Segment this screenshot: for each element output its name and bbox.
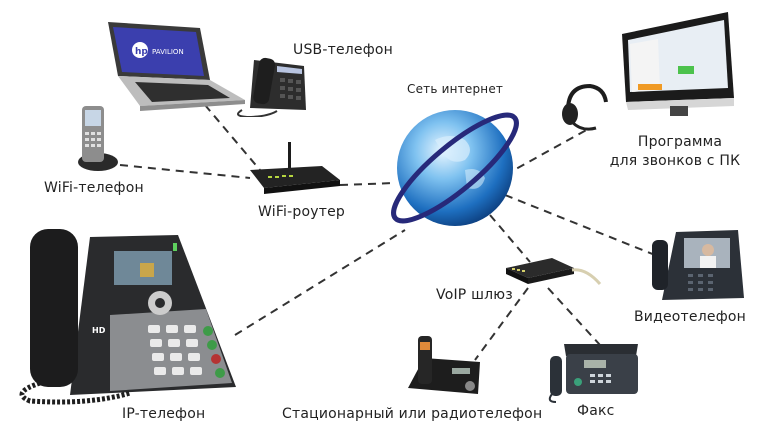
cordless-phone-icon — [78, 106, 118, 171]
link-ipphone-internet — [234, 229, 406, 336]
voip-gateway-label: VoIP шлюз — [436, 287, 513, 303]
router-icon — [250, 142, 340, 194]
globe-icon — [391, 110, 519, 226]
ip-phone-device: HD — [10, 215, 240, 405]
computer-device — [618, 6, 743, 116]
link-wifiphone-router — [119, 164, 251, 179]
laptop-device: hp PAVILION — [100, 18, 250, 113]
video-phone-device — [648, 228, 748, 306]
svg-text:PAVILION: PAVILION — [152, 48, 184, 56]
video-phone-label: Видеотелефон — [634, 309, 746, 325]
hd-badge: HD — [92, 326, 106, 335]
monitor-icon — [622, 12, 734, 116]
link-internet-softphone — [504, 127, 591, 176]
desk-phone-icon — [237, 57, 306, 117]
wifi-router-device — [244, 140, 344, 195]
ip-phone-label: IP-телефон — [122, 406, 206, 422]
link-router-internet — [339, 182, 396, 186]
wifi-phone-device — [72, 104, 122, 174]
video-phone-icon — [652, 230, 744, 300]
link-gateway-landline — [474, 287, 529, 361]
landline-phone-device — [404, 332, 484, 402]
voip-gateway-device — [502, 250, 602, 292]
softphone-label-2: для звонков с ПК — [609, 153, 741, 169]
usb-phone-label: USB-телефон — [293, 42, 394, 58]
laptop-icon: hp PAVILION — [108, 22, 245, 111]
headset-icon — [562, 83, 608, 131]
cordless-base-icon — [408, 336, 480, 394]
fax-icon — [548, 344, 638, 403]
landline-phone-label: Стационарный или радиотелефон — [282, 406, 543, 422]
internet-globe — [380, 100, 530, 230]
ip-phone-icon: HD — [19, 229, 236, 405]
svg-text:hp: hp — [135, 47, 148, 57]
usb-phone-device — [232, 52, 312, 117]
softphone-label-1: Программа — [637, 134, 723, 150]
gateway-icon — [506, 258, 602, 285]
fax-device — [544, 336, 644, 404]
internet-label: Сеть интернет — [407, 82, 504, 96]
headset-device — [560, 82, 608, 138]
link-laptop-router — [204, 104, 261, 171]
fax-label: Факс — [577, 403, 615, 419]
wifi-router-label: WiFi-роутер — [258, 204, 345, 220]
wifi-phone-label: WiFi-телефон — [44, 180, 144, 196]
link-internet-gateway — [489, 214, 531, 263]
